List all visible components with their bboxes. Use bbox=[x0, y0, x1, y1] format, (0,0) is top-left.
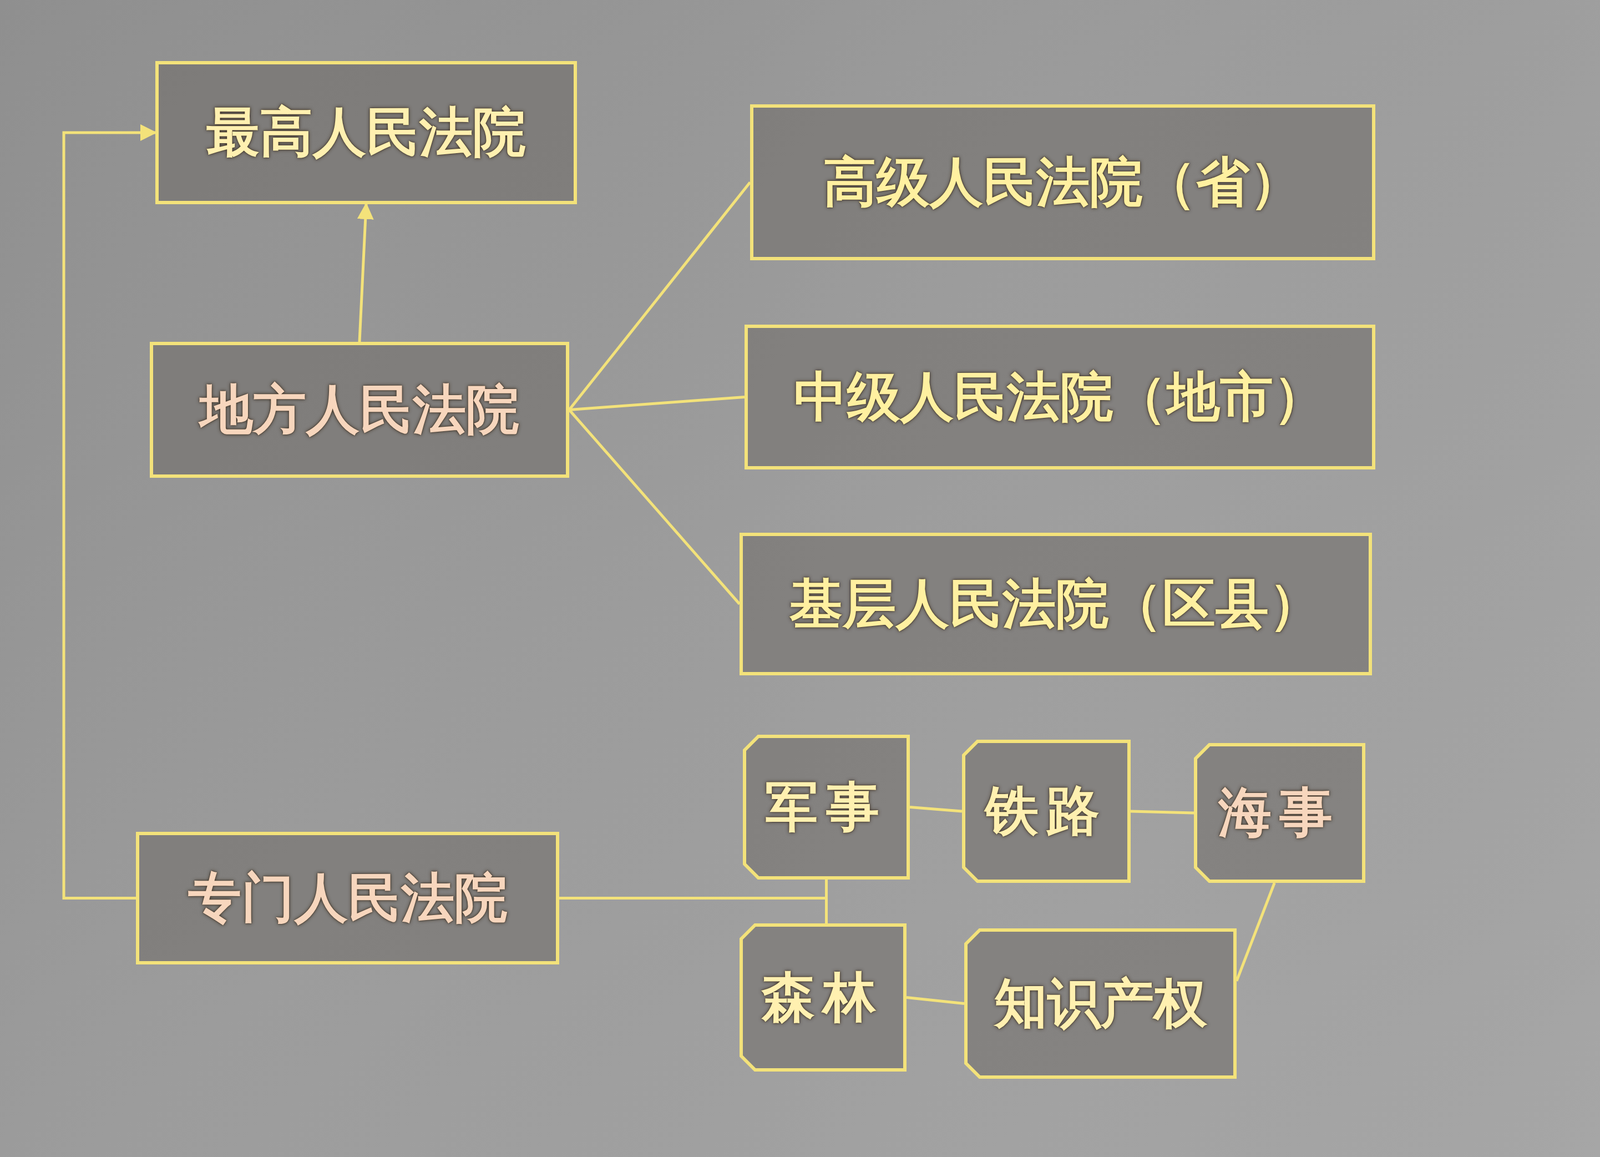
special-court-item: 海事 bbox=[1193, 742, 1366, 883]
local-court-box: 地方人民法院 bbox=[149, 341, 570, 478]
connector-line bbox=[1130, 811, 1194, 813]
outline bbox=[741, 924, 905, 1070]
connector-line bbox=[1236, 882, 1275, 981]
node-label: 地方人民法院 bbox=[199, 380, 520, 440]
node-label: 知识产权 bbox=[994, 974, 1208, 1034]
special-court-item: 知识产权 bbox=[964, 928, 1237, 1079]
connector-line bbox=[569, 182, 751, 410]
node-label: 森林 bbox=[761, 968, 885, 1027]
connector-line bbox=[359, 204, 367, 342]
outline bbox=[1195, 744, 1364, 881]
node-label: 专门人民法院 bbox=[188, 868, 508, 928]
node-label: 高级人民法院（省） bbox=[823, 153, 1303, 212]
node-label: 铁路 bbox=[985, 781, 1108, 841]
supreme-court-box: 最高人民法院 bbox=[155, 61, 577, 205]
special-court-item: 森林 bbox=[739, 923, 907, 1072]
connector-line bbox=[906, 997, 965, 1004]
intermediate-court-box: 中级人民法院（地市） bbox=[744, 324, 1376, 470]
special-court-box: 专门人民法院 bbox=[135, 831, 560, 965]
connector-line bbox=[559, 898, 827, 924]
high-court-box: 高级人民法院（省） bbox=[750, 104, 1376, 261]
connector-line bbox=[63, 132, 156, 899]
outline bbox=[965, 929, 1235, 1077]
node-label: 中级人民法院（地市） bbox=[793, 367, 1327, 427]
outline bbox=[963, 741, 1129, 881]
special-court-item: 铁路 bbox=[961, 739, 1131, 883]
node-label: 最高人民法院 bbox=[206, 103, 526, 162]
connector-line bbox=[909, 807, 962, 812]
node-label: 基层人民法院（区县） bbox=[789, 574, 1323, 634]
connector-line bbox=[559, 879, 827, 899]
outline bbox=[744, 736, 909, 878]
node-label: 海事 bbox=[1218, 783, 1341, 843]
connector-line bbox=[569, 409, 740, 605]
basic-court-box: 基层人民法院（区县） bbox=[739, 532, 1372, 676]
node-label: 军事 bbox=[765, 777, 888, 837]
connector-line bbox=[569, 397, 745, 410]
special-court-item: 军事 bbox=[742, 734, 910, 880]
